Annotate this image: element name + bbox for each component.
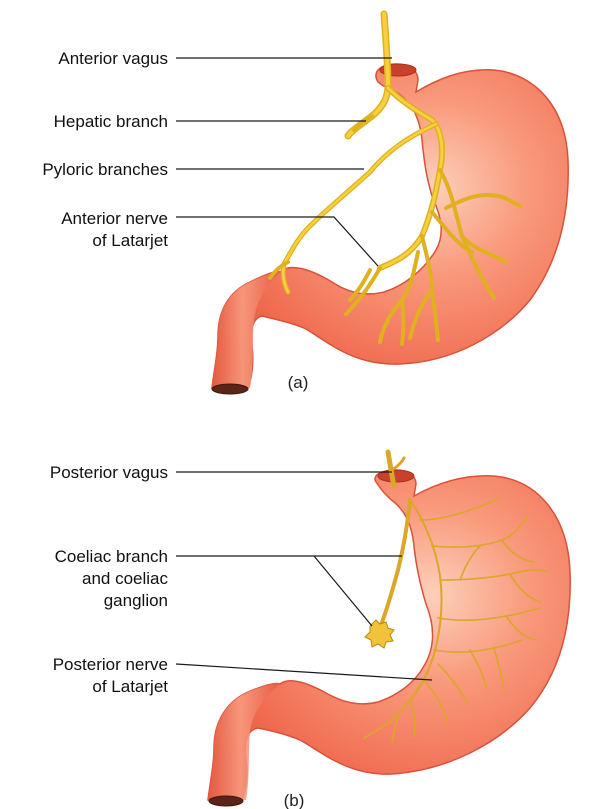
label-anterior-latarjet-line2: of Latarjet <box>92 231 168 250</box>
panel-b: Posterior vagus Coeliac branch and coeli… <box>50 452 570 809</box>
caption-a: (a) <box>288 373 309 392</box>
duodenum-opening-a <box>212 384 248 394</box>
label-coeliac-line3: ganglion <box>104 591 168 610</box>
leader-coeliac-ganglion <box>314 556 372 626</box>
coeliac-ganglion <box>365 620 394 648</box>
label-posterior-vagus: Posterior vagus <box>50 463 168 482</box>
label-coeliac-line2: and coeliac <box>82 569 169 588</box>
label-coeliac-line1: Coeliac branch <box>55 547 168 566</box>
leader-posterior-latarjet <box>176 664 432 680</box>
panel-a: Anterior vagus Hepatic branch Pyloric br… <box>42 14 568 394</box>
duodenum-opening-b <box>209 796 243 806</box>
caption-b: (b) <box>284 791 305 809</box>
label-anterior-vagus: Anterior vagus <box>58 49 168 68</box>
leader-anterior-latarjet <box>176 217 378 266</box>
label-posterior-latarjet-line1: Posterior nerve <box>53 655 168 674</box>
label-posterior-latarjet-line2: of Latarjet <box>92 677 168 696</box>
label-hepatic-branch: Hepatic branch <box>54 112 168 131</box>
stomach-a <box>212 64 568 388</box>
label-anterior-latarjet-line1: Anterior nerve <box>61 209 168 228</box>
label-pyloric-branches: Pyloric branches <box>42 160 168 179</box>
